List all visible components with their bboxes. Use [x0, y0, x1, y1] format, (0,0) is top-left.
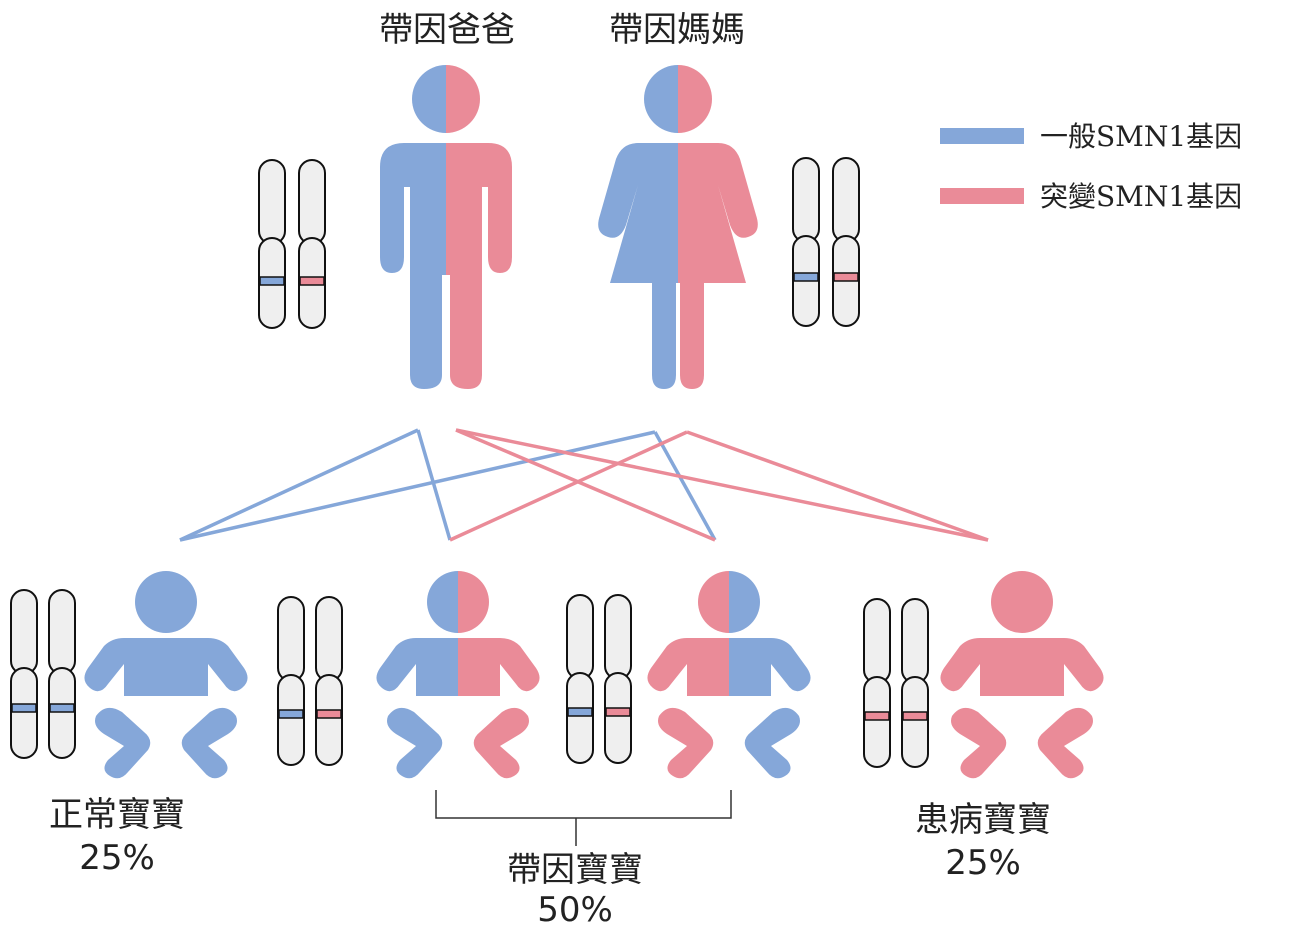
- child-normal-chromosomes: [10, 589, 76, 759]
- legend-bar-icon: [940, 128, 1024, 144]
- father-figure: [380, 65, 512, 389]
- child-carrier-chromosomes-1: [277, 596, 343, 766]
- outcome-affected-label: 患病寶寶: [915, 800, 1051, 840]
- outcome-affected-pct: 25%: [945, 843, 1021, 883]
- outcome-normal-label: 正常寶寶: [49, 795, 185, 835]
- baby-normal: [84, 571, 248, 779]
- father-label: 帶因爸爸: [379, 10, 515, 50]
- legend-bar-icon: [940, 188, 1024, 204]
- mother-label: 帶因媽媽: [609, 10, 745, 50]
- baby-affected: [940, 571, 1104, 779]
- baby-carrier-1: [376, 571, 540, 779]
- child-carrier-chromosomes-2: [566, 594, 632, 764]
- mother-figure: [598, 65, 758, 389]
- carrier-bracket: [435, 790, 732, 846]
- outcome-carrier-label: 帶因寶寶: [507, 850, 643, 890]
- child-affected-chromosomes: [863, 598, 929, 768]
- outcome-normal-pct: 25%: [79, 838, 155, 878]
- outcome-carrier-pct: 50%: [537, 890, 613, 930]
- legend-normal-label: 一般SMN1基因: [1040, 120, 1243, 153]
- father-chromosome-pair: [258, 159, 326, 329]
- legend-mutant-label: 突變SMN1基因: [1040, 180, 1243, 213]
- mother-chromosome-pair: [792, 157, 860, 327]
- baby-carrier-2: [647, 571, 811, 779]
- inheritance-lines: [179, 428, 989, 542]
